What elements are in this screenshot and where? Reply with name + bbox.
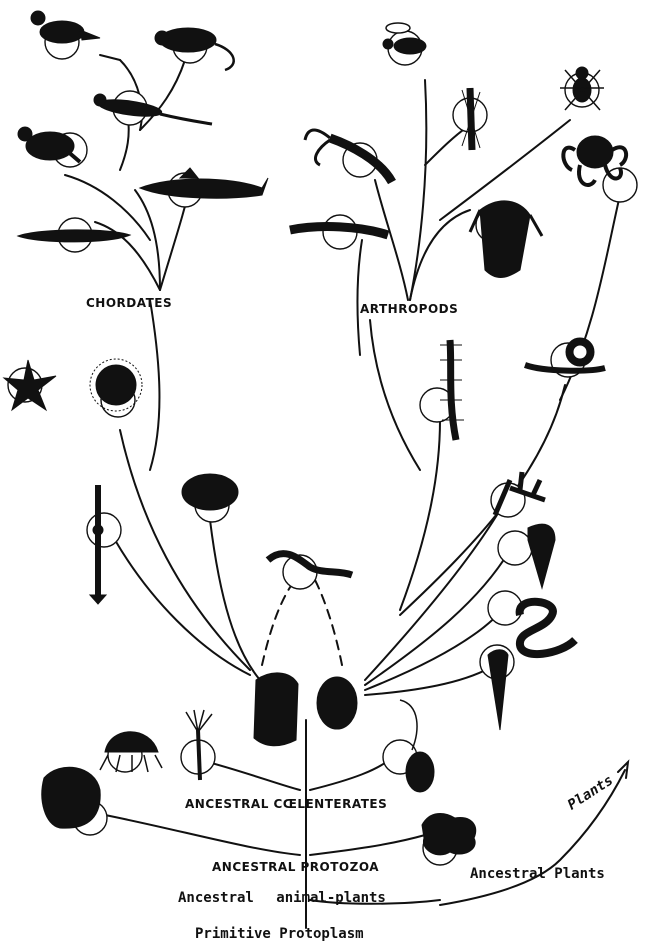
stem-line xyxy=(200,760,300,790)
label-arthropods: ARTHROPODS xyxy=(360,302,458,316)
stem-line xyxy=(115,540,250,675)
stem-line xyxy=(370,320,420,470)
stem-line xyxy=(310,835,425,855)
trilobite-icon xyxy=(470,201,542,278)
stem-line xyxy=(120,430,250,670)
coelenterate-icon xyxy=(254,673,298,746)
label-ancestral-plants: Ancestral Plants xyxy=(470,866,605,882)
label-ancestral-coelenterates: ANCESTRAL CŒLENTERATES xyxy=(185,797,387,811)
stem-line xyxy=(310,755,395,790)
flatworm-icon xyxy=(488,650,508,730)
stem-line xyxy=(410,210,470,300)
lizard-icon xyxy=(94,94,212,124)
nemertine-icon xyxy=(520,602,575,654)
rodent-icon xyxy=(155,28,234,70)
label-ancestral-animal-plants: Ancestral animal-plants xyxy=(178,890,386,906)
label-primitive-protoplasm: Primitive Protoplasm xyxy=(195,926,364,942)
sponge-icon xyxy=(42,767,100,828)
shark-icon xyxy=(140,168,268,198)
starfish-icon xyxy=(4,360,56,410)
stem-line xyxy=(105,815,300,855)
stem-line xyxy=(375,180,408,300)
node-circle xyxy=(498,531,532,565)
dashed-branch-line xyxy=(262,580,295,665)
label-chordates: CHORDATES xyxy=(86,296,172,310)
rotifer-icon xyxy=(528,524,555,588)
octopus-icon xyxy=(563,136,626,185)
ctenophore-icon xyxy=(317,677,357,729)
fish-icon xyxy=(18,230,130,242)
stem-line xyxy=(365,665,495,695)
stem-line xyxy=(357,240,362,355)
amoeba-icon xyxy=(422,814,476,855)
bird-icon xyxy=(31,11,100,43)
label-ancestral-protozoa: ANCESTRAL PROTOZOA xyxy=(212,860,379,874)
node-circle xyxy=(87,513,121,547)
stem-line xyxy=(150,300,159,470)
dashed-branch-line xyxy=(315,580,342,665)
lamp-shell-icon xyxy=(182,474,238,510)
stem-line xyxy=(135,190,160,290)
stem-line xyxy=(100,55,120,60)
sea-urchin-icon xyxy=(90,359,142,411)
stem-line xyxy=(120,118,129,170)
